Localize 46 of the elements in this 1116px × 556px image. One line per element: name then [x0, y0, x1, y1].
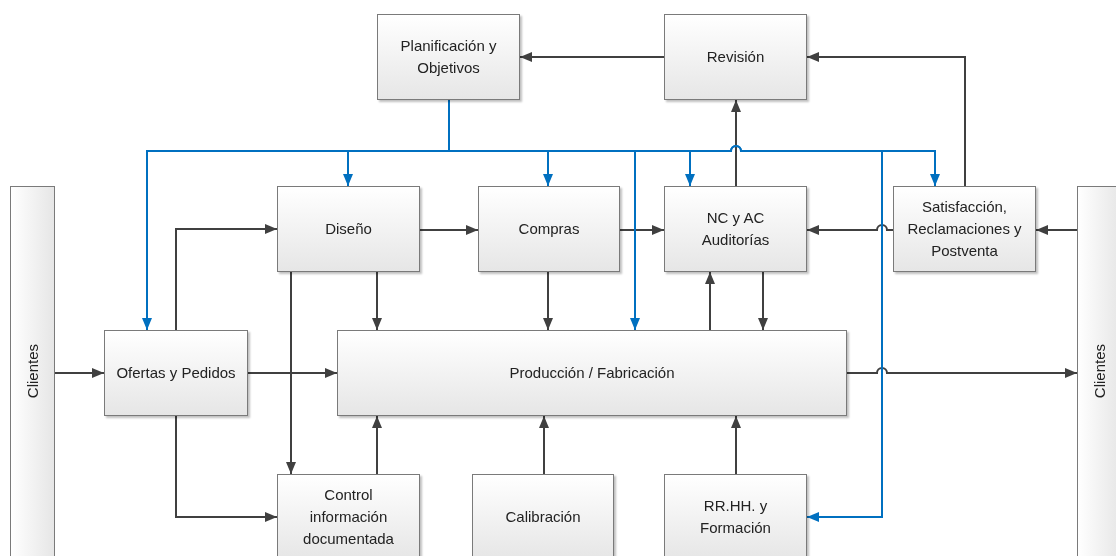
process-box — [472, 474, 614, 556]
arrow — [806, 224, 894, 235]
box-label: NC y AC Auditorías — [700, 208, 771, 250]
side-panel — [1077, 186, 1116, 556]
arrow — [419, 225, 479, 235]
arrow — [372, 415, 382, 475]
box-label: Clientes — [22, 344, 42, 399]
arrow — [539, 415, 549, 475]
process-box — [478, 186, 620, 272]
arrow — [54, 368, 105, 378]
side-panel — [10, 186, 55, 556]
box-label: Clientes — [1089, 344, 1109, 399]
arrow — [175, 415, 278, 522]
process-box — [664, 186, 807, 272]
box-label: Producción / Fabricación — [508, 363, 676, 384]
process-box — [664, 14, 807, 100]
process-box — [893, 186, 1036, 272]
box-label: Compras — [517, 219, 581, 240]
arrow — [286, 271, 296, 475]
arrow — [731, 415, 741, 475]
arrow — [247, 368, 338, 378]
arrow — [543, 271, 553, 331]
arrow — [705, 271, 715, 331]
arrow — [619, 225, 665, 235]
process-box — [277, 474, 420, 556]
process-box — [104, 330, 248, 416]
box-label: Control información documentada — [302, 485, 395, 549]
process-box — [377, 14, 520, 100]
arrow — [731, 99, 741, 187]
process-box — [277, 186, 420, 272]
arrow — [175, 224, 278, 331]
box-label: Revisión — [705, 47, 766, 68]
box-label: Satisfacción, Reclamaciones y Postventa — [906, 197, 1023, 261]
arrow — [519, 52, 665, 62]
box-label: Calibración — [504, 507, 582, 528]
arrow — [846, 367, 1078, 378]
process-box — [337, 330, 847, 416]
process-box — [664, 474, 807, 556]
arrow — [758, 271, 768, 331]
box-label: Ofertas y Pedidos — [115, 363, 237, 384]
box-label: Planificación y Objetivos — [399, 36, 498, 78]
box-label: Diseño — [324, 219, 373, 240]
box-label: RR.HH. y Formación — [699, 496, 772, 538]
arrow — [806, 52, 966, 187]
arrow — [1035, 225, 1078, 235]
arrow — [372, 271, 382, 331]
